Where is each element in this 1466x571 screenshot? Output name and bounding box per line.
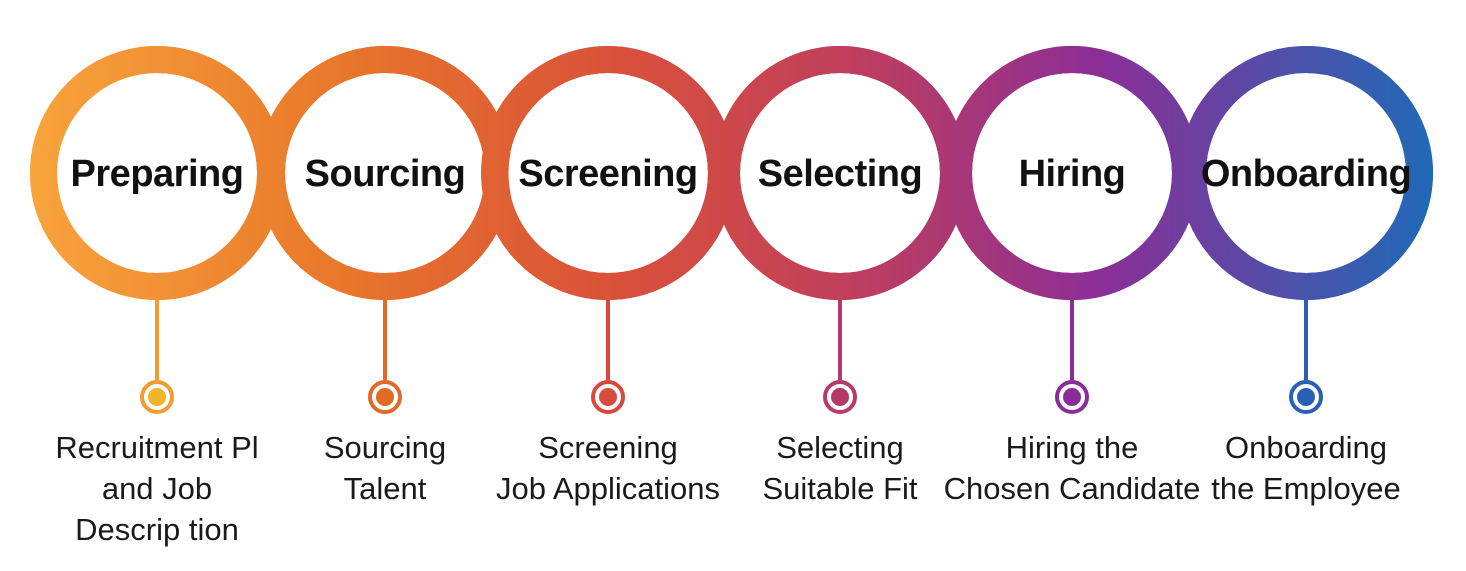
step-description-line: the Employee: [1211, 471, 1401, 506]
step-description-line: Onboarding: [1225, 430, 1387, 465]
connectors-layer: [140, 300, 1323, 414]
step-description-line: Recruitment Pl: [55, 430, 258, 465]
step-description-line: Selecting: [776, 430, 904, 465]
connector-dot-center: [599, 388, 617, 406]
step-ring-center-preparing: [57, 73, 257, 273]
connector-dot-center: [148, 388, 166, 406]
step-description-line: Screening: [538, 430, 678, 465]
step-description-line: Descrip tion: [75, 512, 239, 547]
step-description-line: Sourcing: [324, 430, 446, 465]
step-ring-center-hiring: [972, 73, 1172, 273]
connector-dot-center: [376, 388, 394, 406]
step-description-line: Talent: [344, 471, 427, 506]
step-description-line: and Job: [102, 471, 212, 506]
step-ring-center-selecting: [740, 73, 940, 273]
step-description-line: Suitable Fit: [762, 471, 917, 506]
connector-dot-center: [1063, 388, 1081, 406]
step-title: Sourcing: [305, 153, 466, 195]
step-description-line: Job Applications: [496, 471, 720, 506]
step-description-line: Hiring the: [1006, 430, 1139, 465]
connector-dot-center: [1297, 388, 1315, 406]
step-title: Preparing: [71, 153, 244, 195]
step-ring-front-onboarding: [1179, 46, 1433, 300]
step-title: Hiring: [1019, 153, 1126, 195]
rings-layer: [30, 46, 1433, 300]
step-ring-center-screening: [508, 73, 708, 273]
step-description-line: Chosen Candidate: [944, 471, 1201, 506]
step-title: Onboarding: [1201, 153, 1411, 195]
step-ring-center-onboarding: [1206, 73, 1406, 273]
step-title: Screening: [518, 153, 697, 195]
connector-dot-center: [831, 388, 849, 406]
step-title: Selecting: [758, 153, 922, 195]
step-ring-center-sourcing: [285, 73, 485, 273]
titles-layer: Preparing Sourcing Screening Selecting Hirin…: [71, 153, 1412, 195]
